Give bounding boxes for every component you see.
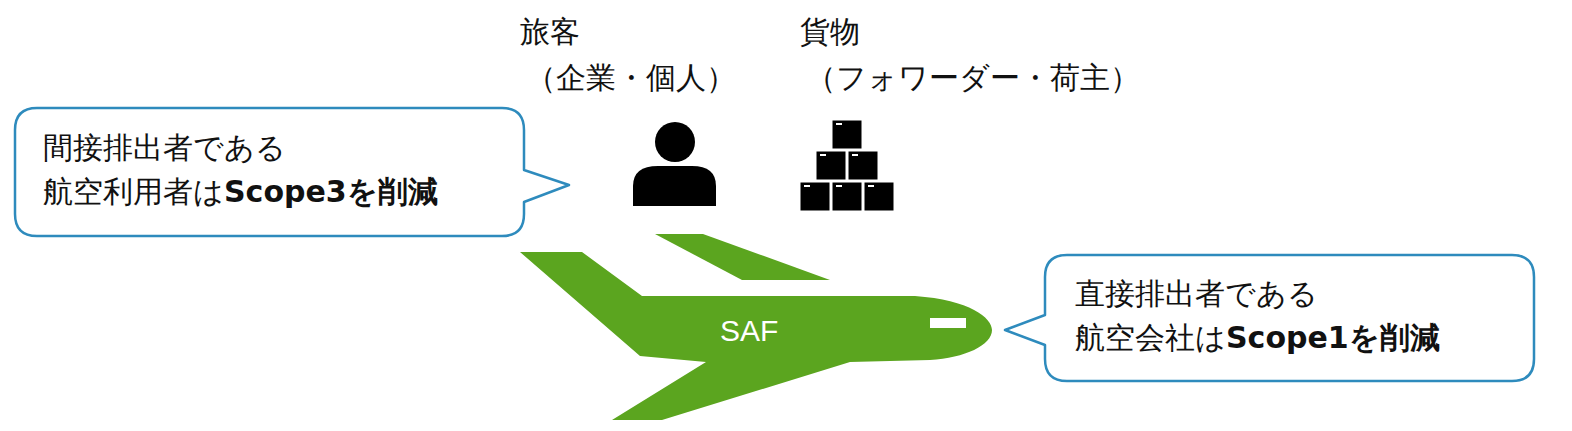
cargo-subtitle: （フォワーダー・荷主）	[806, 60, 1140, 96]
callout-border	[15, 108, 569, 236]
callout-outline	[1045, 255, 1534, 381]
fuel-label: SAF	[720, 314, 778, 348]
callout-bubble: 直接排出者である 航空会社はScope1を削減	[1045, 255, 1534, 381]
cockpit-window	[930, 318, 966, 328]
emphasis-text: Scope3を削減	[224, 174, 438, 209]
callout-text: 直接排出者である 航空会社はScope1を削減	[1075, 272, 1500, 360]
cargo-icon	[800, 120, 894, 211]
box-ticks	[804, 124, 874, 186]
callout-outline	[15, 108, 524, 236]
person-icon	[633, 122, 716, 206]
far-wing	[655, 234, 830, 280]
plane-text-holder: SAF	[720, 314, 778, 348]
emphasis-text: Scope1を削減	[1226, 320, 1440, 355]
callout-bubble: 間接排出者である 航空利用者はScope3を削減	[15, 108, 524, 236]
callout-text-holder: 直接排出者である 航空会社はScope1を削減	[1045, 255, 1534, 377]
fuselage	[520, 252, 992, 420]
cargo-label: 貨物	[800, 14, 860, 50]
callout-text-holder: 間接排出者である 航空利用者はScope3を削減	[15, 108, 524, 232]
callout-border	[1005, 255, 1534, 381]
passenger-subtitle: （企業・個人）	[526, 60, 736, 96]
passenger-label: 旅客	[520, 14, 580, 50]
airplane: SAF	[510, 230, 1000, 425]
callout-text: 間接排出者である 航空利用者はScope3を削減	[43, 126, 492, 214]
